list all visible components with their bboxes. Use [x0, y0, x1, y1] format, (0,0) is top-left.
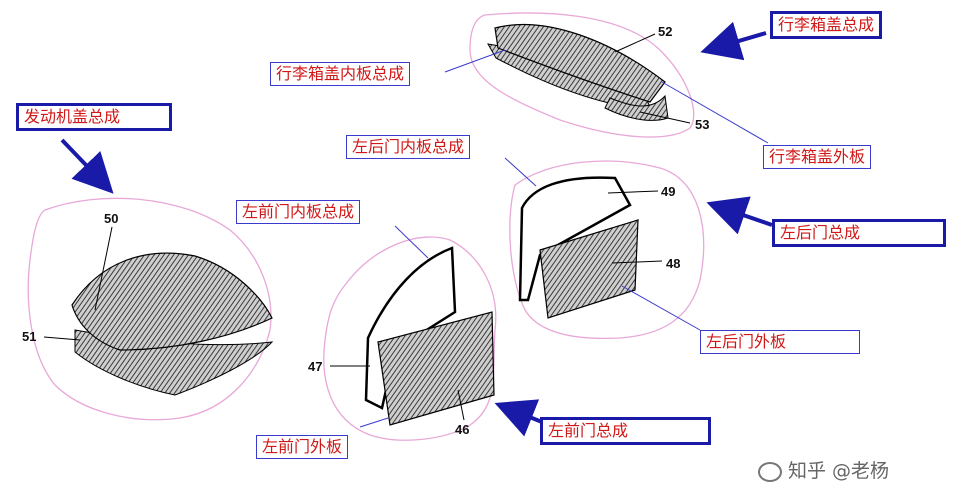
label-leaders: [359, 49, 769, 428]
part-number-trunk-inner: 53: [695, 117, 710, 132]
label-hood-assembly: 发动机盖总成: [16, 103, 172, 131]
label-trunk-lid-assembly: 行李箱盖总成: [770, 11, 883, 39]
label-trunk-lid-inner: 行李箱盖内板总成: [270, 62, 411, 86]
part-number-leaders: [43, 33, 691, 421]
watermark-text: 知乎 @老杨: [788, 460, 890, 482]
front-door-outer-panel: [377, 311, 495, 426]
hood-outer-panel: [71, 252, 273, 351]
part-number-front-door-outer: 46: [455, 422, 470, 437]
label-trunk-lid-outer: 行李箱盖外板: [763, 145, 872, 169]
label-front-left-door-assembly: 左前门总成: [540, 417, 711, 445]
label-rear-left-door-assembly: 左后门总成: [772, 219, 946, 247]
part-number-trunk-outer: 52: [658, 24, 673, 39]
trunk-lid-outer-panel: [494, 24, 666, 103]
part-number-rear-door-outer: 48: [666, 256, 681, 271]
hood-outline: [27, 197, 272, 421]
part-number-front-door-inner: 47: [308, 359, 323, 374]
trunk-outline: [469, 12, 695, 138]
label-rear-left-door-inner: 左后门内板总成: [346, 135, 471, 159]
label-rear-left-door-outer: 左后门外板: [700, 330, 860, 354]
label-front-left-door-outer: 左前门外板: [256, 435, 349, 459]
chat-bubble-icon: [758, 461, 782, 482]
part-number-hood-outer: 50: [104, 211, 119, 226]
rear-door-outer-panel: [539, 219, 639, 319]
assembly-arrows: [60, 21, 773, 437]
watermark: 知乎 @老杨: [758, 456, 889, 483]
part-number-rear-door-inner: 49: [661, 184, 676, 199]
front-door-outline: [323, 236, 497, 441]
label-front-left-door-inner: 左前门内板总成: [236, 200, 361, 224]
part-number-hood-inner: 51: [22, 329, 37, 344]
